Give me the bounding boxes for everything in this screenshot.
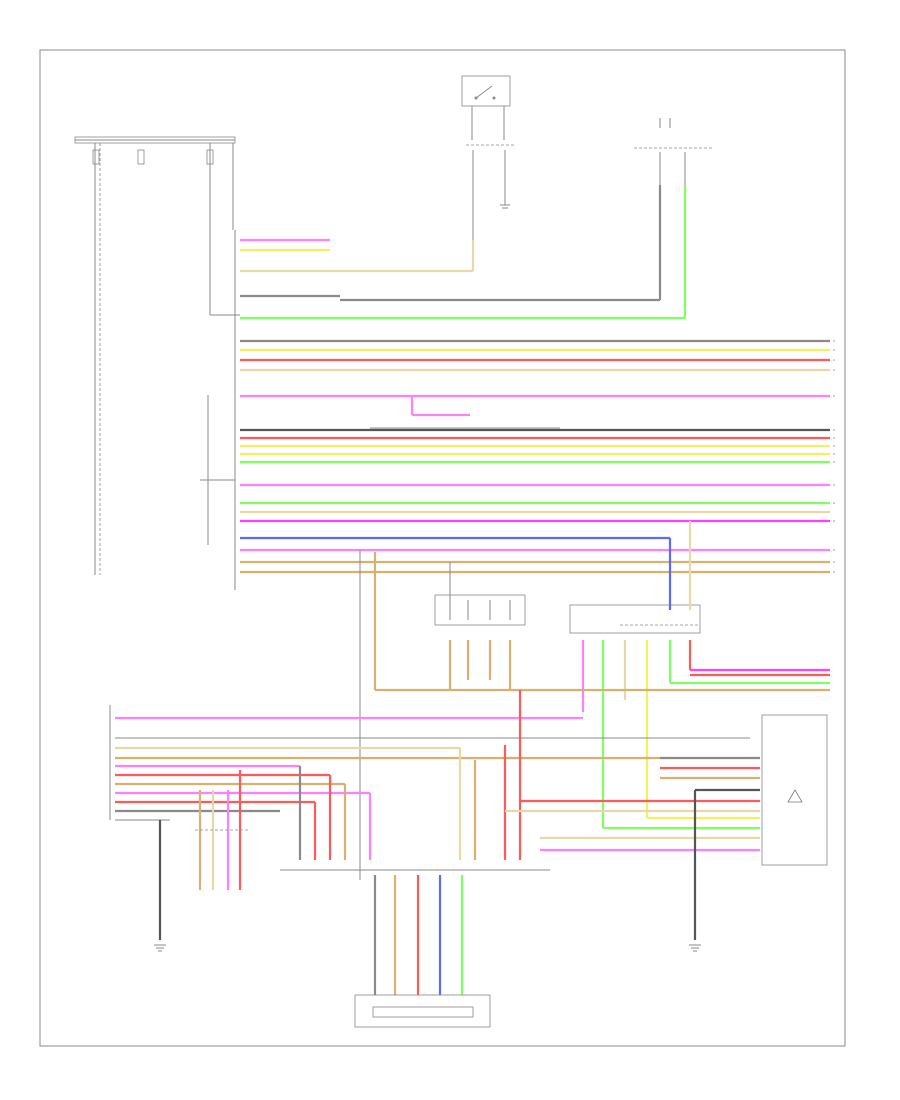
harness-wires <box>240 238 830 574</box>
left-module-connector <box>109 705 750 952</box>
fuse-symbol <box>92 149 214 165</box>
switch-symbol <box>474 85 496 100</box>
diagram-border <box>39 49 846 1047</box>
joint-connector <box>569 604 701 828</box>
relay-connector <box>434 594 526 690</box>
ground-symbol <box>154 944 166 952</box>
ground-symbol <box>500 204 510 209</box>
fuse-box-component <box>74 136 240 575</box>
ground-symbol <box>689 944 701 952</box>
sensor-component <box>634 118 714 318</box>
right-edge-pins <box>833 340 835 573</box>
sub-connector <box>195 770 248 890</box>
right-module <box>505 714 828 952</box>
switch-component <box>461 75 515 240</box>
center-lower-connectors <box>280 690 760 871</box>
warning-triangle-icon <box>787 789 803 803</box>
bottom-module <box>354 875 491 1028</box>
